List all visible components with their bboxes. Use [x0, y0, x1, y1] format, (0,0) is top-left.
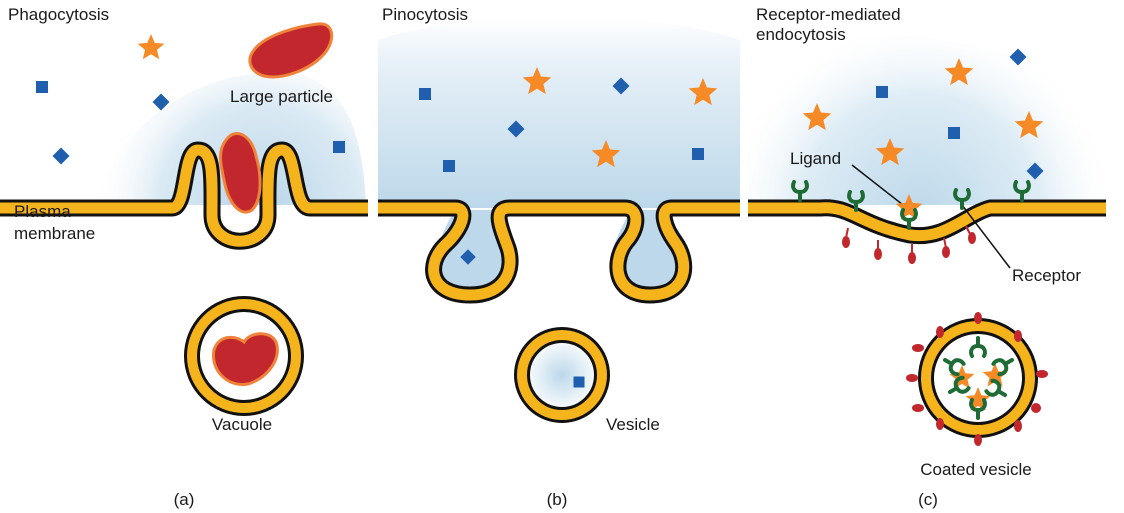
coat-protein-icon: [912, 344, 924, 352]
ligand-label: Ligand: [790, 149, 841, 168]
square-icon: [443, 160, 455, 172]
receptor-icon: [948, 375, 971, 394]
square-icon: [876, 86, 888, 98]
panel-divider-bc: [740, 0, 748, 513]
panel-b-caption: (b): [547, 490, 568, 509]
square-icon: [52, 147, 70, 165]
square-icon: [152, 93, 170, 111]
square-icon: [36, 81, 48, 93]
star-icon: [137, 34, 165, 60]
square-icon: [573, 376, 585, 388]
panel-a-caption: (a): [174, 490, 195, 509]
receptor-icon: [969, 398, 987, 420]
square-icon: [419, 88, 431, 100]
vacuole-label: Vacuole: [212, 415, 272, 434]
coat-protein-icon: [908, 244, 916, 264]
star-icon: [591, 140, 621, 168]
panel-pinocytosis: Pinocytosis Vesicle (b): [378, 5, 740, 509]
receptor-label: Receptor: [1012, 266, 1081, 285]
panel-a-title: Phagocytosis: [8, 5, 109, 24]
receptors: [791, 180, 1031, 420]
star-icon: [982, 363, 1008, 387]
panel-c-title-line1: Receptor-mediated: [756, 5, 901, 24]
coated-vesicle-label: Coated vesicle: [920, 460, 1032, 479]
receptor-pointer-line: [961, 204, 1011, 269]
plasma-membrane-b: [378, 199, 740, 304]
coat-protein-icon: [974, 312, 982, 324]
star-icon: [875, 138, 905, 166]
receptor-icon: [953, 188, 971, 210]
star-icon: [802, 103, 832, 131]
receptor-icon: [969, 336, 987, 358]
plasma-membrane-label-line1: Plasma: [14, 202, 71, 221]
coat-protein-icon: [874, 240, 882, 260]
vesicle: [514, 327, 610, 423]
panel-receptor-mediated-endocytosis: Receptor-mediated endocytosis Ligand Rec…: [748, 5, 1109, 509]
receptor-icon: [991, 358, 1014, 377]
receptor-icon: [791, 180, 809, 202]
square-icon: [507, 120, 525, 138]
coat-protein-icon: [912, 404, 924, 412]
coat-protein-icon: [942, 237, 950, 258]
panel-divider-ab: [368, 0, 378, 513]
receptor-icon: [847, 190, 865, 212]
receptor-icon: [1013, 180, 1031, 202]
square-icon: [612, 77, 630, 95]
coat-protein-icon: [1014, 420, 1022, 432]
star-icon: [944, 58, 974, 86]
panel-b-title: Pinocytosis: [382, 5, 468, 24]
coat-proteins-pit: [842, 225, 976, 264]
receptor-icon: [943, 358, 966, 377]
receptor-icon: [900, 208, 918, 230]
square-icon: [948, 127, 960, 139]
coat-proteins-vesicle: [906, 312, 1048, 446]
square-icon: [692, 148, 704, 160]
coated-vesicle: [906, 312, 1048, 446]
vacuole: [184, 296, 304, 416]
coat-protein-icon: [1036, 370, 1048, 378]
large-particle: [248, 22, 334, 79]
coat-protein-icon: [842, 227, 850, 248]
star-icon: [688, 78, 718, 106]
coat-protein-icon: [936, 326, 944, 338]
extracellular-fluid-b: [378, 17, 740, 208]
panel-c-caption: (c): [918, 490, 938, 509]
coat-protein-icon: [1031, 403, 1041, 413]
receptor-icon: [984, 378, 1007, 397]
coat-protein-icon: [974, 434, 982, 446]
square-icon: [1009, 48, 1027, 66]
square-icon: [333, 141, 345, 153]
large-particle-engulfed: [219, 132, 262, 214]
coat-protein-icon: [906, 374, 918, 382]
extracellular-fluid-c: [748, 35, 1109, 206]
panel-phagocytosis: Phagocytosis Large particle Plasma membr…: [0, 5, 368, 509]
panel-c-title-line2: endocytosis: [756, 25, 846, 44]
star-icon: [522, 67, 552, 95]
large-particle-label: Large particle: [230, 87, 333, 106]
star-icon: [1014, 111, 1044, 139]
invagination-fluid-b: [435, 210, 691, 294]
vesicle-label: Vesicle: [606, 415, 660, 434]
plasma-membrane-label-line2: membrane: [14, 224, 95, 243]
coat-protein-icon: [936, 418, 944, 430]
plasma-membrane-c: [748, 199, 1106, 245]
coat-protein-icon: [1014, 330, 1022, 342]
coat-protein-icon: [965, 225, 976, 244]
plasma-membrane-a: [0, 141, 368, 250]
